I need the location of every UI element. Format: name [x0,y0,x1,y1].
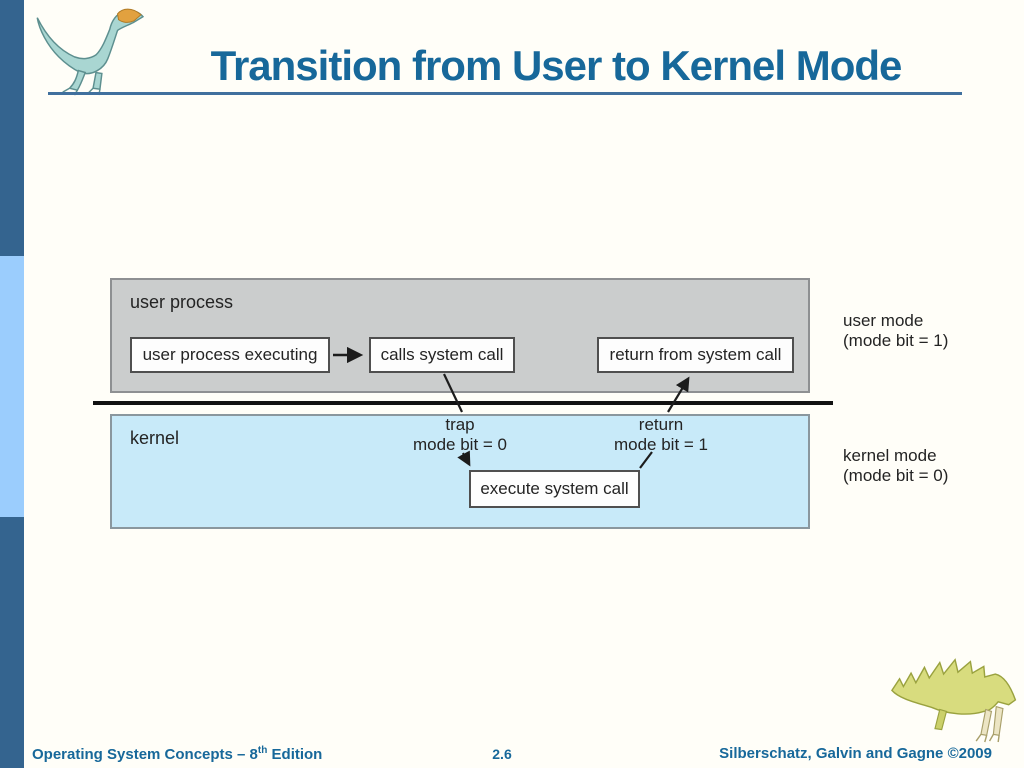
footer-book-title: Operating System Concepts – 8th Edition [32,745,322,763]
kernel-mode-label: kernel mode (mode bit = 0) [843,446,948,486]
sidebar-stripe-middle [0,256,24,517]
kernel-region-label: kernel [130,428,180,448]
box-calls-system-call: calls system call [369,337,515,373]
sidebar-stripes [0,0,24,768]
kernel-mode-line1: kernel mode [843,446,937,465]
user-process-region-label: user process [130,292,234,312]
box-return-from-system-call: return from system call [597,337,794,373]
trap-label-line1: trap [445,415,475,434]
user-mode-line1: user mode [843,311,924,330]
footer-book-title-suffix: Edition [267,746,323,763]
footer-book-title-sup: th [257,745,268,756]
user-mode-line2: (mode bit = 1) [843,331,949,350]
sidebar-stripe-top [0,0,24,256]
slide-page-number: 2.6 [492,746,512,762]
box-execute-system-call: execute system call [469,470,640,508]
title-underline [48,92,962,95]
return-label: return mode bit = 1 [601,415,721,455]
page-title: Transition from User to Kernel Mode [210,42,903,89]
user-mode-label: user mode (mode bit = 1) [843,311,948,351]
footer-authors: Silberschatz, Galvin and Gagne ©2009 [719,745,992,762]
box-user-process-executing: user process executing [130,337,330,373]
footer-book-title-prefix: Operating System Concepts – 8 [32,746,258,763]
kernel-mode-line2: (mode bit = 0) [843,466,949,485]
dinosaur-mascot-icon [891,658,1017,743]
kernel-region [110,414,810,529]
sidebar-stripe-bottom [0,517,24,768]
return-label-line1: return [638,415,684,434]
trap-label-line2: mode bit = 0 [412,435,508,454]
trap-label: trap mode bit = 0 [400,415,520,455]
return-label-line2: mode bit = 1 [613,435,709,454]
dinosaur-logo-icon [36,8,145,96]
